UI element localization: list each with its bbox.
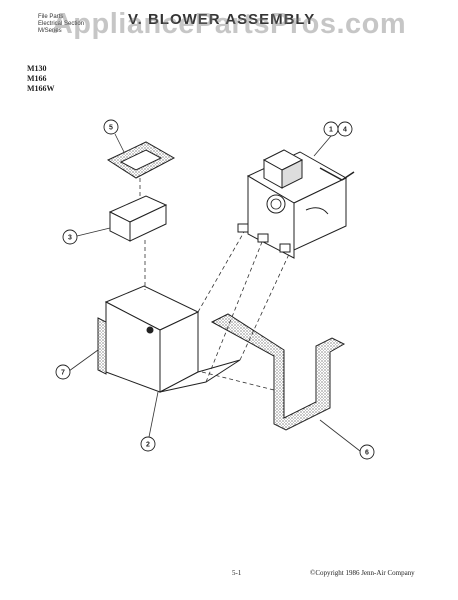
- page-title: V. BLOWER ASSEMBLY: [128, 11, 316, 28]
- callout-label-1: 1: [329, 127, 333, 134]
- header-line-1: File Parts: [38, 14, 64, 20]
- mounting-plate-part-2: [104, 285, 241, 393]
- model-m166w: M166W: [27, 84, 55, 93]
- gasket-part-5: [106, 141, 176, 179]
- callout-3: 3: [62, 229, 78, 245]
- header-line-3: M/Series: [38, 28, 62, 34]
- callout-1-4: 1 4: [323, 121, 353, 137]
- page-number: 5-1: [232, 569, 242, 577]
- callout-6: 6: [359, 444, 375, 460]
- callout-2: 2: [140, 436, 156, 452]
- callout-label-3: 3: [68, 235, 72, 242]
- model-m130: M130: [27, 64, 47, 73]
- callout-label-6: 6: [365, 450, 369, 457]
- header-line-2: Electrical Section: [38, 21, 85, 27]
- filter-part-3: [108, 195, 168, 242]
- watermark: AppliancePartsPros.com: [51, 8, 407, 40]
- copyright-notice: ©Copyright 1986 Jenn-Air Company: [310, 569, 415, 577]
- gasket-part-6: [210, 313, 346, 431]
- gasket-part-7: [97, 317, 107, 375]
- callout-label-5: 5: [109, 125, 113, 132]
- callout-label-2: 2: [146, 442, 150, 449]
- callout-5: 5: [103, 119, 119, 135]
- callout-label-4: 4: [343, 127, 347, 134]
- model-m166: M166: [27, 74, 47, 83]
- blower-motor-part-1: [237, 149, 355, 259]
- callout-label-7: 7: [61, 370, 65, 377]
- callout-7: 7: [55, 364, 71, 380]
